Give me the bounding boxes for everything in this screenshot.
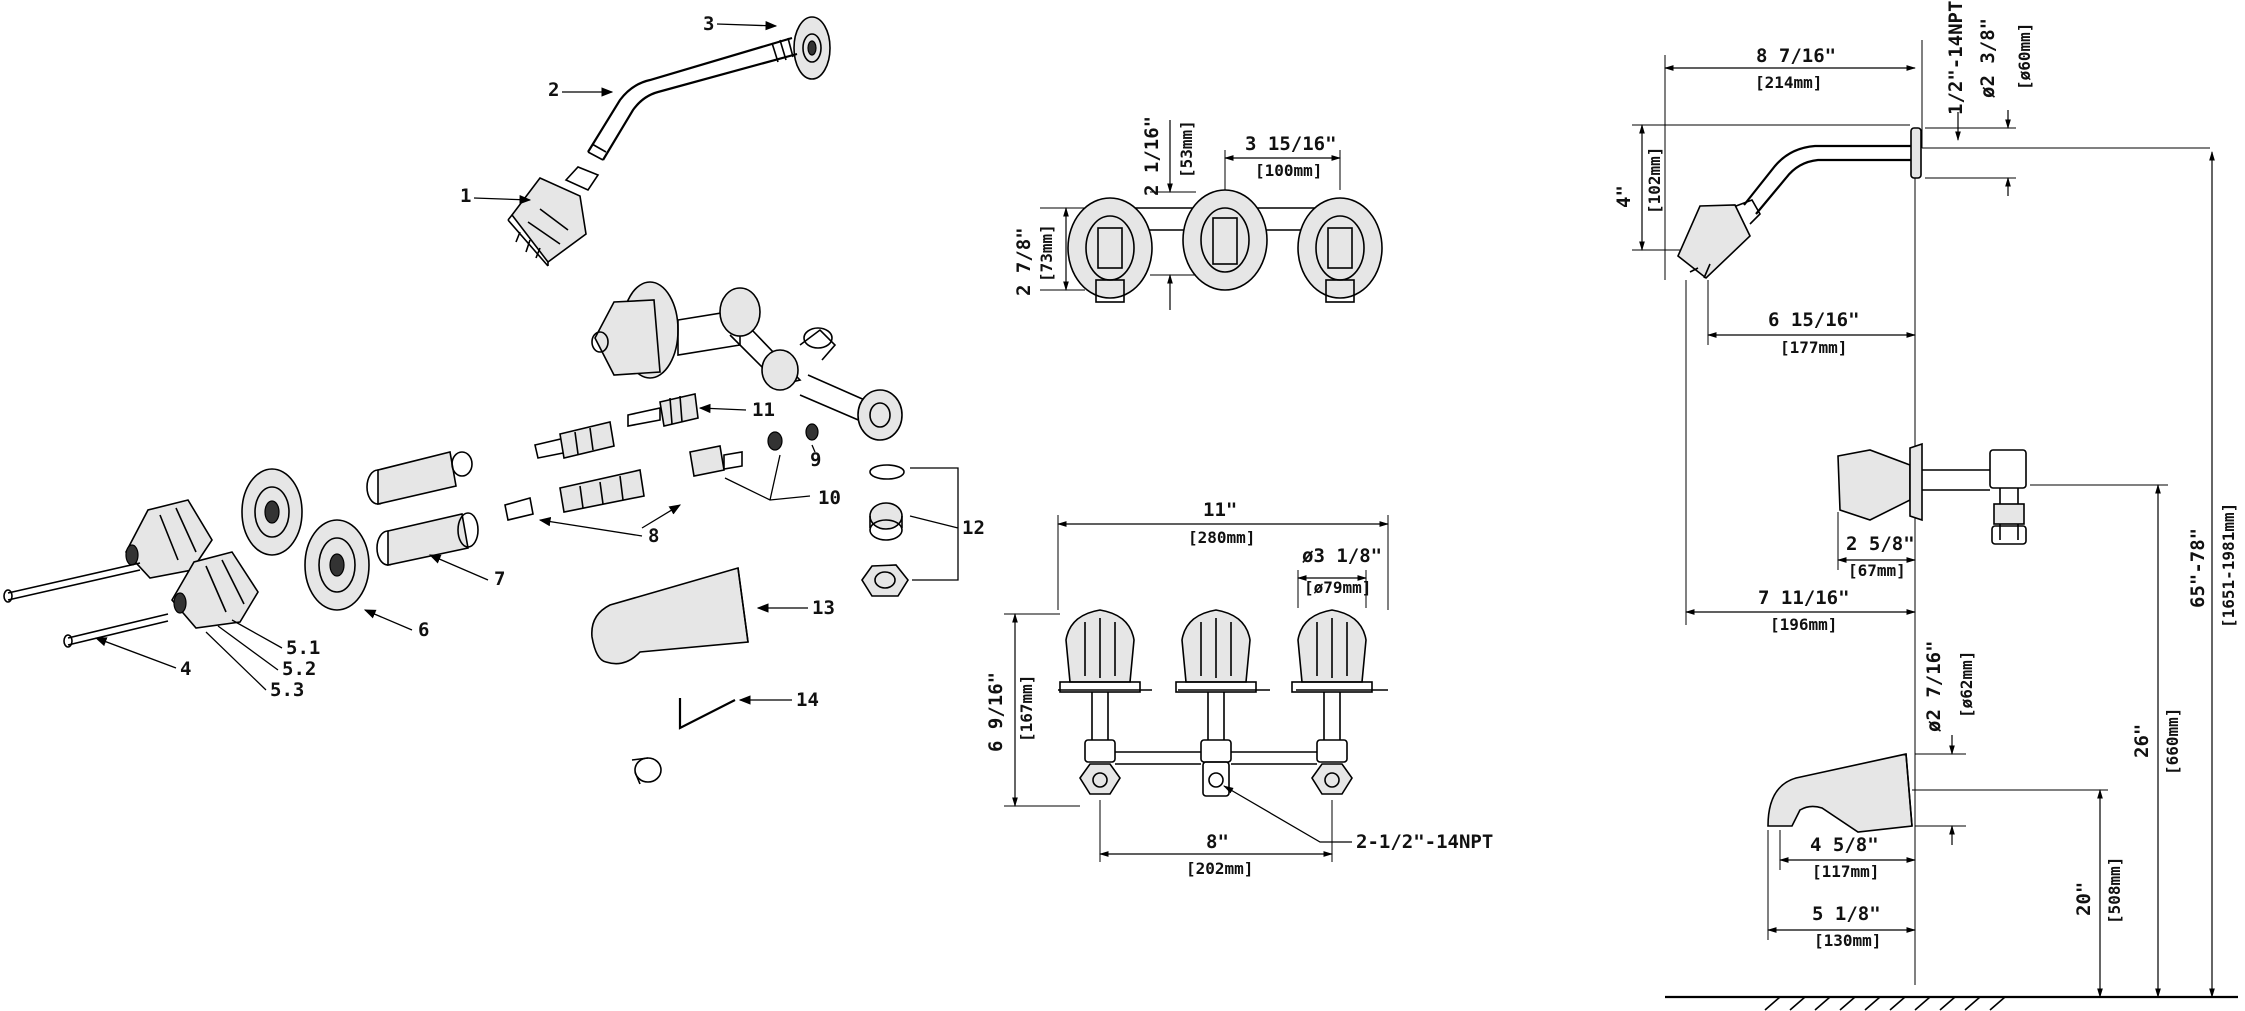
- dim-body: 2 7/8": [1013, 227, 1035, 296]
- dim-spout-dia: ø2 7/16": [1923, 640, 1945, 732]
- top-knob-center: [1175, 609, 1257, 693]
- nuts-and-washers: [861, 464, 909, 597]
- top-view: 11" [280mm] ø3 1/8" [ø79mm] 6 9/16" [167…: [985, 499, 1493, 878]
- dim-head-reach-mm: [177mm]: [1780, 338, 1847, 357]
- dim-spacing: 3 15/16": [1245, 133, 1337, 155]
- escutcheons: [241, 468, 370, 611]
- dim-depth: 6 9/16": [985, 672, 1007, 752]
- dim-body-mm: [73mm]: [1037, 224, 1056, 282]
- dim-head-height: 65"-78": [2187, 528, 2209, 608]
- dim-valve-reach: 2 5/8": [1846, 533, 1915, 555]
- top-knob-left: [1059, 609, 1141, 693]
- callout-8: 8: [648, 525, 659, 547]
- dim-valve-height-mm: [660mm]: [2163, 708, 2182, 775]
- dim-npt: 1/2"-14NPT: [1945, 1, 1967, 115]
- callout-9: 9: [810, 449, 821, 471]
- dim-valve-height: 26": [2131, 724, 2153, 758]
- front-knob-left: [1067, 197, 1153, 303]
- tub-spout: [591, 566, 749, 665]
- callout-5-1: 5.1: [286, 637, 320, 659]
- shower-flange: [793, 16, 831, 80]
- side-shower-head: [1677, 199, 1761, 280]
- dim-total-reach-mm: [196mm]: [1770, 615, 1837, 634]
- callout-14: 14: [796, 689, 819, 711]
- dim-valve-reach-mm: [67mm]: [1848, 561, 1906, 580]
- dim-spout-dia-mm: [ø62mm]: [1957, 651, 1976, 718]
- top-knob-right: [1291, 609, 1373, 693]
- dim-knob-mm: [ø79mm]: [1304, 578, 1371, 597]
- top-outlet-center: [1202, 761, 1230, 797]
- side-shower-arm: [1743, 127, 1922, 215]
- dim-arm-length: 8 7/16": [1756, 45, 1836, 67]
- side-spout: [1767, 753, 1913, 833]
- shower-head: [507, 166, 600, 267]
- callout-11: 11: [752, 399, 775, 421]
- hex-key: [678, 698, 736, 730]
- callout-1: 1: [460, 185, 471, 207]
- side-valve: [1837, 442, 2027, 545]
- dim-total-reach: 7 11/16": [1758, 587, 1850, 609]
- callout-5-3: 5.3: [270, 679, 304, 701]
- dim-spout-length-mm: [130mm]: [1814, 931, 1881, 950]
- dim-depth-mm: [167mm]: [1017, 675, 1036, 742]
- dim-thread: 2-1/2"-14NPT: [1356, 831, 1493, 853]
- dim-spout-reach-mm: [117mm]: [1812, 862, 1879, 881]
- callout-6: 6: [418, 619, 429, 641]
- callout-10: 10: [818, 487, 841, 509]
- cartridge-11: [627, 393, 699, 427]
- callout-3: 3: [703, 13, 714, 35]
- dim-flange-mm: [ø60mm]: [2015, 23, 2034, 90]
- valve-body-assembly: [591, 281, 903, 441]
- stem-assemblies: [504, 421, 645, 521]
- retaining-clip: [631, 757, 662, 785]
- dim-flange: ø2 3/8": [1977, 18, 1999, 98]
- callout-12: 12: [962, 517, 985, 539]
- callout-13: 13: [812, 597, 835, 619]
- screws: [3, 562, 169, 648]
- exploded-view: 1 2 3 4 5.1 5.2 5.3 6 7 8 9 10 11 12 13 …: [3, 13, 985, 785]
- dim-head-reach: 6 15/16": [1768, 309, 1860, 331]
- side-view: 8 7/16" [214mm] 1/2"-14NPT ø2 3/8" [ø60m…: [1613, 1, 2238, 1011]
- small-parts: [689, 423, 819, 477]
- dim-width-mm: [280mm]: [1188, 528, 1255, 547]
- dim-spout-length: 5 1/8": [1812, 903, 1881, 925]
- front-view: 3 15/16" [100mm] 2 1/16" [53mm] 2 7/8" […: [1013, 116, 1383, 310]
- shower-arm: [587, 36, 798, 161]
- dim-spout-reach: 4 5/8": [1810, 834, 1879, 856]
- dim-spout-height: 20": [2073, 882, 2095, 916]
- dim-height: 2 1/16": [1141, 116, 1163, 196]
- dim-drop: 4": [1613, 185, 1635, 208]
- dim-height-mm: [53mm]: [1177, 120, 1196, 178]
- dim-spout-height-mm: [508mm]: [2105, 857, 2124, 924]
- front-knob-right: [1297, 197, 1383, 303]
- callout-4: 4: [180, 658, 191, 680]
- top-outlet-right: [1311, 763, 1353, 795]
- dim-centers-mm: [202mm]: [1186, 859, 1253, 878]
- dim-drop-mm: [102mm]: [1645, 147, 1664, 214]
- dim-spacing-mm: [100mm]: [1255, 161, 1322, 180]
- dim-centers: 8": [1206, 831, 1229, 853]
- dim-width: 11": [1203, 499, 1237, 521]
- escutcheon-sleeves: [366, 451, 479, 566]
- floor: [1665, 995, 2238, 1011]
- handles: [125, 499, 259, 629]
- dim-arm-length-mm: [214mm]: [1755, 73, 1822, 92]
- top-outlet-left: [1079, 763, 1121, 795]
- callout-5-2: 5.2: [282, 658, 316, 680]
- dim-head-height-mm: [1651-1981mm]: [2219, 503, 2238, 628]
- callout-7: 7: [494, 568, 505, 590]
- callout-2: 2: [548, 79, 559, 101]
- dim-knob: ø3 1/8": [1302, 545, 1382, 567]
